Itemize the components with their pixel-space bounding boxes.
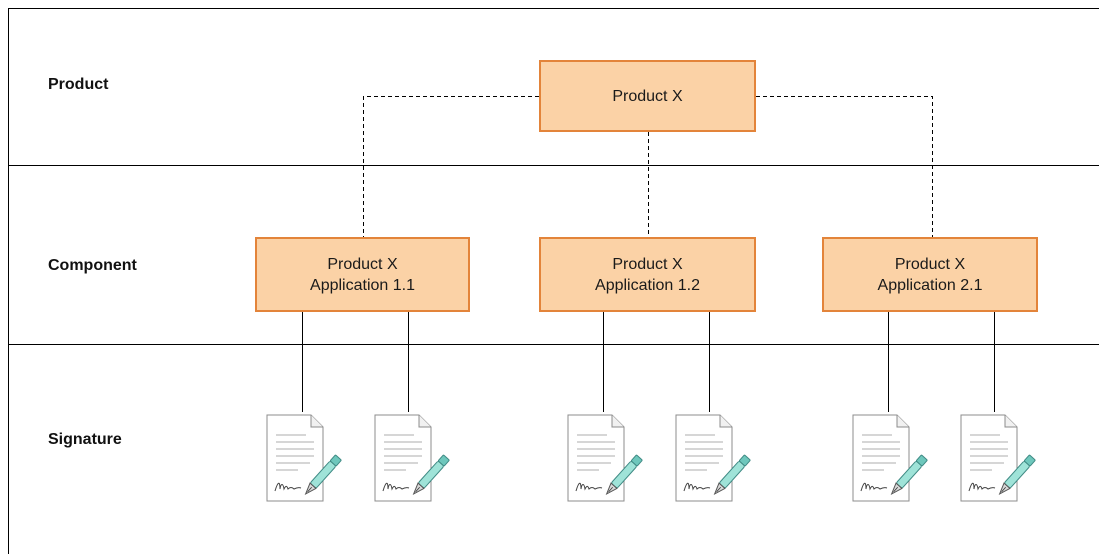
dashed-connectors <box>363 96 933 237</box>
signed-document-icon <box>567 414 644 502</box>
component-node-title: Product X <box>894 255 966 273</box>
product-node-label: Product X <box>612 87 683 105</box>
lane-label-signature: Signature <box>48 431 122 448</box>
signed-document-icon <box>960 414 1037 502</box>
signed-document-icon <box>852 414 929 502</box>
signatures <box>266 414 1037 502</box>
component-node-subtitle: Application 2.1 <box>877 276 983 294</box>
signed-document-icon <box>675 414 752 502</box>
component-node-2[interactable]: Product X Application 1.2 <box>539 237 756 312</box>
component-node-subtitle: Application 1.2 <box>595 276 700 294</box>
component-node-subtitle: Application 1.1 <box>310 276 415 294</box>
connector-product-to-component-1 <box>363 96 539 237</box>
lane-label-component: Component <box>48 257 137 274</box>
component-node-3[interactable]: Product X Application 2.1 <box>822 237 1038 312</box>
component-node-1[interactable]: Product X Application 1.1 <box>255 237 470 312</box>
component-node-title: Product X <box>327 255 398 273</box>
solid-connectors <box>302 312 995 412</box>
lane-label-product: Product <box>48 76 109 93</box>
signed-document-icon <box>374 414 451 502</box>
product-node[interactable]: Product X <box>539 60 756 132</box>
component-node-title: Product X <box>612 255 683 273</box>
connector-product-to-component-3 <box>756 96 933 237</box>
signed-document-icon <box>266 414 343 502</box>
